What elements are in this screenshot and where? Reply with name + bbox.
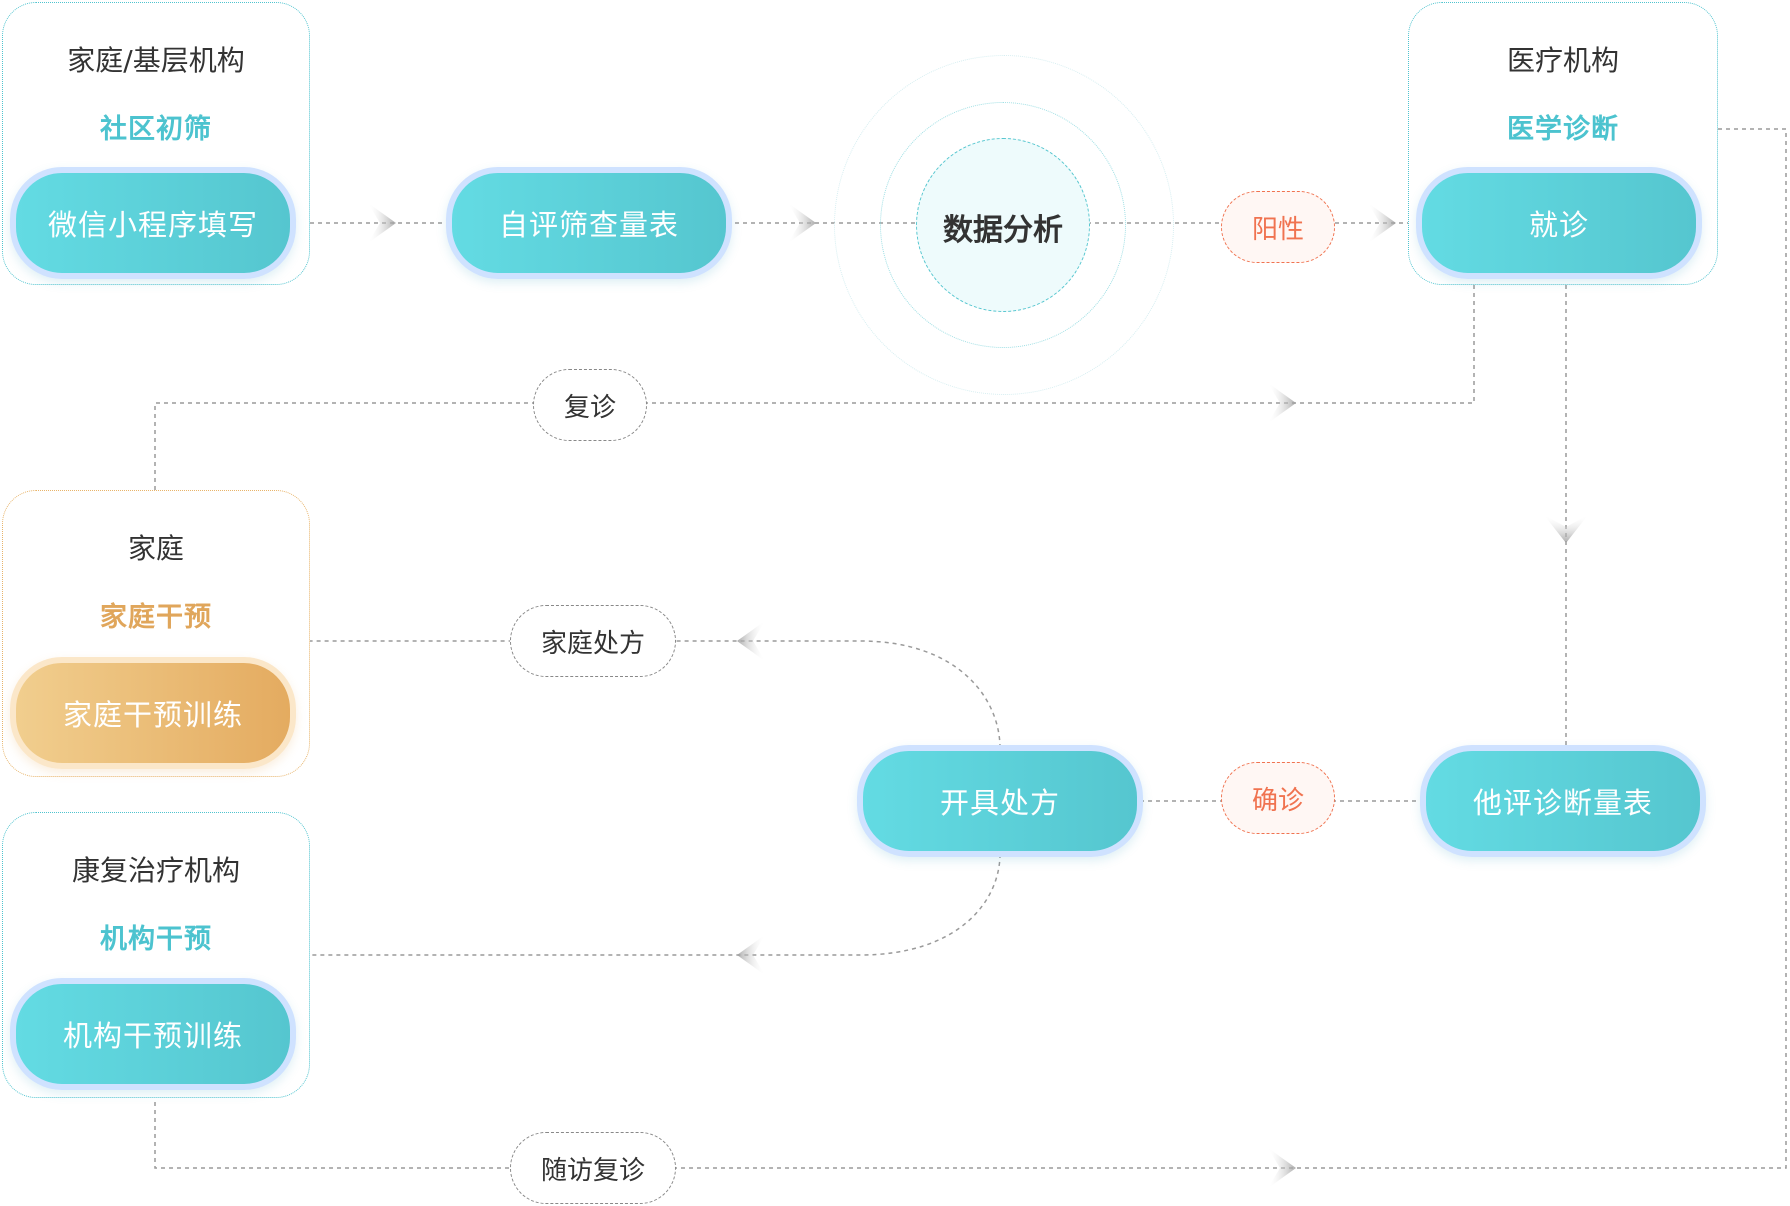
data-analysis-node[interactable]: 数据分析	[916, 138, 1090, 312]
followup-tag: 随访复诊	[510, 1132, 676, 1204]
rehab-training-node[interactable]: 机构干预训练	[10, 978, 296, 1090]
medical-title: 医疗机构	[1506, 44, 1619, 77]
visit-node[interactable]: 就诊	[1416, 167, 1702, 279]
arrow-down-icon	[1544, 515, 1588, 543]
arrow-left-icon	[737, 621, 765, 661]
arrow-right-icon	[1268, 1148, 1296, 1188]
home-subtitle: 家庭干预	[100, 602, 212, 633]
home-prescription-tag: 家庭处方	[510, 605, 676, 677]
community-subtitle: 社区初筛	[100, 114, 212, 145]
rehab-title: 康复治疗机构	[71, 854, 240, 887]
revisit-tag: 复诊	[533, 369, 647, 441]
positive-tag: 阳性	[1221, 191, 1335, 263]
arrow-right-icon	[1368, 203, 1396, 243]
medical-subtitle: 医学诊断	[1507, 114, 1619, 145]
arrow-right-icon	[788, 203, 816, 243]
hub-middle-ring	[880, 102, 1126, 348]
home-title: 家庭	[127, 532, 184, 565]
prescription-node[interactable]: 开具处方	[857, 745, 1143, 857]
home-training-node[interactable]: 家庭干预训练	[10, 657, 296, 769]
wechat-fill-node[interactable]: 微信小程序填写	[10, 167, 296, 279]
self-scale-node[interactable]: 自评筛查量表	[446, 167, 732, 279]
hub-outer-ring	[834, 55, 1174, 395]
arrow-right-icon	[1268, 383, 1296, 423]
community-title: 家庭/基层机构	[67, 44, 245, 77]
other-scale-node[interactable]: 他评诊断量表	[1420, 745, 1706, 857]
arrow-right-icon	[368, 203, 396, 243]
data-analysis-label: 数据分析	[943, 213, 1063, 248]
rehab-subtitle: 机构干预	[100, 924, 212, 955]
confirmed-tag: 确诊	[1221, 762, 1335, 834]
arrow-left-icon	[737, 935, 765, 975]
